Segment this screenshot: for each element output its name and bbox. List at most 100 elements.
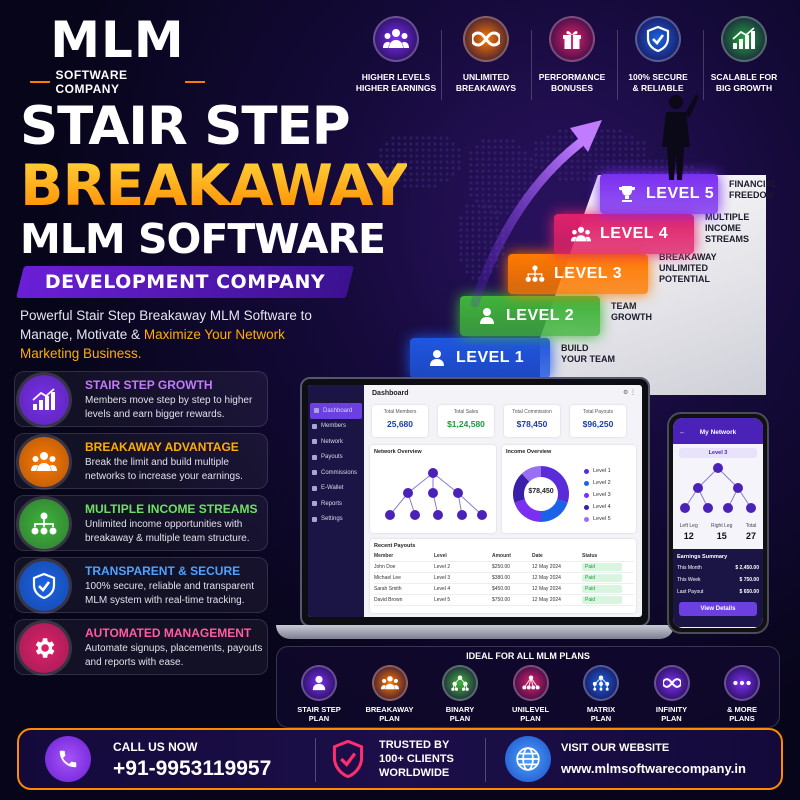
- dashboard-toolbar-icons[interactable]: ⚙ ⋮: [622, 390, 636, 396]
- stat-value: $78,450: [516, 419, 548, 429]
- stat-label: Total Payouts: [582, 409, 614, 415]
- plan-item[interactable]: MATRIX PLAN: [569, 665, 633, 723]
- sidebar-item-icon: [312, 423, 317, 429]
- logo-mark: MLM: [30, 14, 205, 66]
- earnings-row: This Week$ 750.00: [673, 574, 763, 586]
- person-icon: [468, 307, 506, 325]
- table-cell: Level 4: [434, 586, 451, 592]
- phone-title: My Network: [699, 429, 737, 436]
- sidebar-item-icon: [312, 470, 317, 476]
- phone-number[interactable]: +91-9953119957: [113, 757, 272, 780]
- plan-item[interactable]: BREAKAWAY PLAN: [358, 665, 422, 723]
- feature-title: TRANSPARENT & SECURE: [85, 564, 241, 578]
- table-cell: 12 May 2024: [532, 564, 561, 570]
- people-group-icon: [371, 665, 408, 701]
- table-cell: Paid: [582, 574, 622, 582]
- headline-line-1: STAIR STEP: [20, 96, 351, 157]
- income-legend-item: Level 5: [584, 513, 611, 525]
- headline-line-2: BREAKAWAY: [20, 153, 408, 219]
- sidebar-item-label: Commissions: [321, 469, 358, 476]
- company-logo: MLM SOFTWARE COMPANY: [30, 14, 205, 96]
- table-cell: $250.00: [492, 564, 511, 570]
- person-icon: [418, 349, 456, 367]
- status-badge: Paid: [582, 563, 622, 571]
- phone-header: ← My Network: [673, 418, 763, 444]
- sidebar-item-members[interactable]: Members: [308, 419, 364, 435]
- status-badge: Paid: [582, 574, 622, 582]
- sidebar-item-label: Settings: [321, 516, 343, 523]
- network-overview-panel: Network Overview: [370, 445, 496, 533]
- stat-value: $96,250: [582, 419, 614, 429]
- stat-value: $1,24,580: [447, 419, 485, 429]
- headline-banner: DEVELOPMENT COMPANY: [16, 266, 354, 298]
- sidebar-item-commissions[interactable]: Commissions: [308, 465, 364, 481]
- plan-label: INFINITY PLAN: [655, 705, 688, 723]
- sidebar-item-payouts[interactable]: Payouts: [308, 450, 364, 466]
- sidebar-item-label: Payouts: [321, 454, 343, 461]
- sidebar-item-network[interactable]: Network: [308, 434, 364, 450]
- total-value: 27: [746, 531, 757, 541]
- level-label: LEVEL 5: [646, 185, 715, 202]
- top-feature-label: SCALABLE FOR BIG GROWTH: [710, 72, 778, 93]
- table-cell: Paid: [582, 585, 622, 593]
- plan-item[interactable]: STAIR STEP PLAN: [287, 665, 351, 723]
- plan-label: BREAKAWAY PLAN: [365, 705, 414, 723]
- column-header: Member: [374, 553, 394, 559]
- logo-m: M: [133, 11, 185, 69]
- legend-label: Level 3: [593, 492, 611, 498]
- sidebar-item-label: E-Wallet: [321, 485, 344, 492]
- legend-dot: [584, 480, 589, 486]
- table-cell: Level 2: [434, 564, 451, 570]
- sidebar-item-label: Reports: [321, 500, 343, 507]
- stat-label: Total Members: [383, 409, 417, 415]
- income-legend-item: Level 4: [584, 501, 611, 513]
- level-description: MULTIPLE INCOME STREAMS: [705, 212, 750, 244]
- level-4-step: LEVEL 4: [554, 214, 694, 254]
- infinity-icon: [463, 16, 509, 62]
- stat-value: 25,680: [387, 419, 413, 429]
- back-arrow-icon[interactable]: ←: [679, 429, 686, 436]
- income-legend-item: Level 3: [584, 489, 611, 501]
- earnings-title: Earnings Summary: [677, 554, 728, 560]
- dashboard-title: Dashboard: [372, 390, 409, 397]
- top-feature: 100% SECURE & RELIABLE: [616, 16, 700, 94]
- level-1-step: LEVEL 1: [410, 338, 550, 378]
- website-link[interactable]: www.mlmsoftwarecompany.in: [561, 761, 746, 776]
- column-header: Amount: [492, 553, 511, 559]
- footer-divider: [485, 738, 486, 782]
- sidebar-item-ewallet[interactable]: E-Wallet: [308, 481, 364, 497]
- plan-item[interactable]: UNILEVEL PLAN: [499, 665, 563, 723]
- globe-icon[interactable]: [505, 736, 551, 782]
- feature-description: Automate signups, placements, payouts an…: [85, 643, 263, 668]
- sidebar-item-icon: [312, 516, 317, 522]
- sidebar-item-icon: [312, 454, 317, 460]
- people-group-icon: [562, 226, 600, 243]
- table-cell: Michael Lee: [374, 575, 401, 581]
- column-header: Level: [434, 553, 447, 559]
- earnings-row: Last Payout$ 650.00: [673, 586, 763, 598]
- phone-level-badge: Level 3: [679, 448, 757, 458]
- plan-item[interactable]: INFINITY PLAN: [640, 665, 704, 723]
- plan-label: STAIR STEP PLAN: [297, 705, 341, 723]
- level-description: BREAKAWAY UNLIMITED POTENTIAL: [659, 252, 717, 284]
- network-tree-icon: [385, 468, 487, 520]
- plan-item[interactable]: & MORE PLANS: [710, 665, 774, 723]
- phone-icon[interactable]: [45, 736, 91, 782]
- sidebar-item-settings[interactable]: Settings: [308, 512, 364, 528]
- sidebar-item-label: Members: [321, 423, 347, 430]
- stat-card: Total Members 25,680: [372, 405, 428, 437]
- table-cell: 12 May 2024: [532, 597, 561, 603]
- plan-item[interactable]: BINARY PLAN: [428, 665, 492, 723]
- sidebar-item-reports[interactable]: Reports: [308, 496, 364, 512]
- sidebar-item-dashboard[interactable]: Dashboard: [310, 403, 362, 419]
- growth-chart-icon: [19, 375, 69, 425]
- binary-tree-icon: [442, 665, 478, 701]
- view-details-button[interactable]: View Details: [679, 602, 757, 616]
